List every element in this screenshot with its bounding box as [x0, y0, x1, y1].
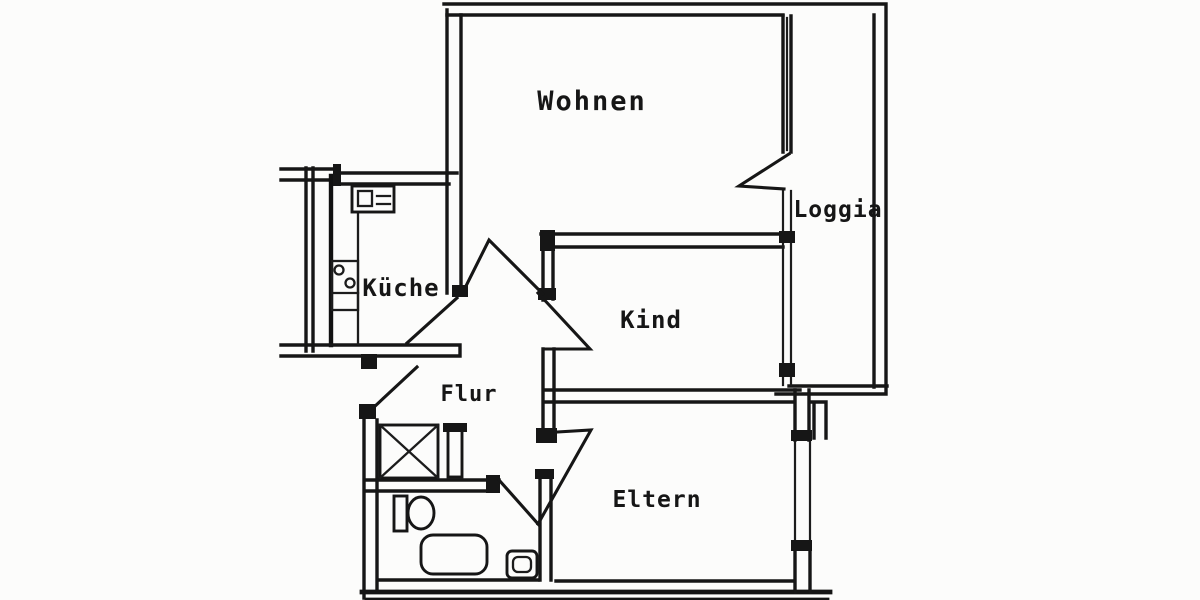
stove-icon	[350, 184, 396, 214]
loggia-door-swing-icon	[734, 151, 792, 191]
room-label-eltern: Eltern	[612, 487, 701, 513]
room-label-wohnen: Wohnen	[537, 86, 647, 117]
room-label-flur: Flur	[441, 382, 498, 407]
kitchen-sink-icon	[330, 259, 360, 312]
bad-door-swing-icon	[496, 477, 542, 528]
kitchen-door-swing-icon	[404, 295, 460, 346]
room-label-kind: Kind	[620, 306, 682, 334]
washbasin-icon	[505, 549, 539, 580]
parents-east-wall	[793, 388, 828, 594]
bathtub-icon	[419, 533, 489, 576]
bathroom-fixtures	[378, 423, 539, 580]
window-eltern-icon	[793, 439, 812, 542]
room-label-kueche: Küche	[362, 274, 439, 302]
door-swings	[370, 151, 792, 528]
kitchen-fixtures	[330, 184, 396, 312]
room-labels: Wohnen Loggia Küche Kind Flur Eltern	[362, 86, 882, 513]
outer-walls	[359, 2, 889, 600]
toilet-icon	[392, 494, 436, 533]
room-label-loggia: Loggia	[793, 197, 882, 223]
eltern-door-swing-icon	[535, 428, 594, 527]
loggia-partition	[781, 14, 793, 387]
kitchen-walls	[279, 166, 462, 358]
utility-shaft-icon	[378, 423, 464, 480]
entrance-door-swing-icon	[370, 364, 420, 411]
kind-door-swing-icon	[535, 290, 594, 351]
wohnen-door-swing-icon	[460, 237, 546, 297]
